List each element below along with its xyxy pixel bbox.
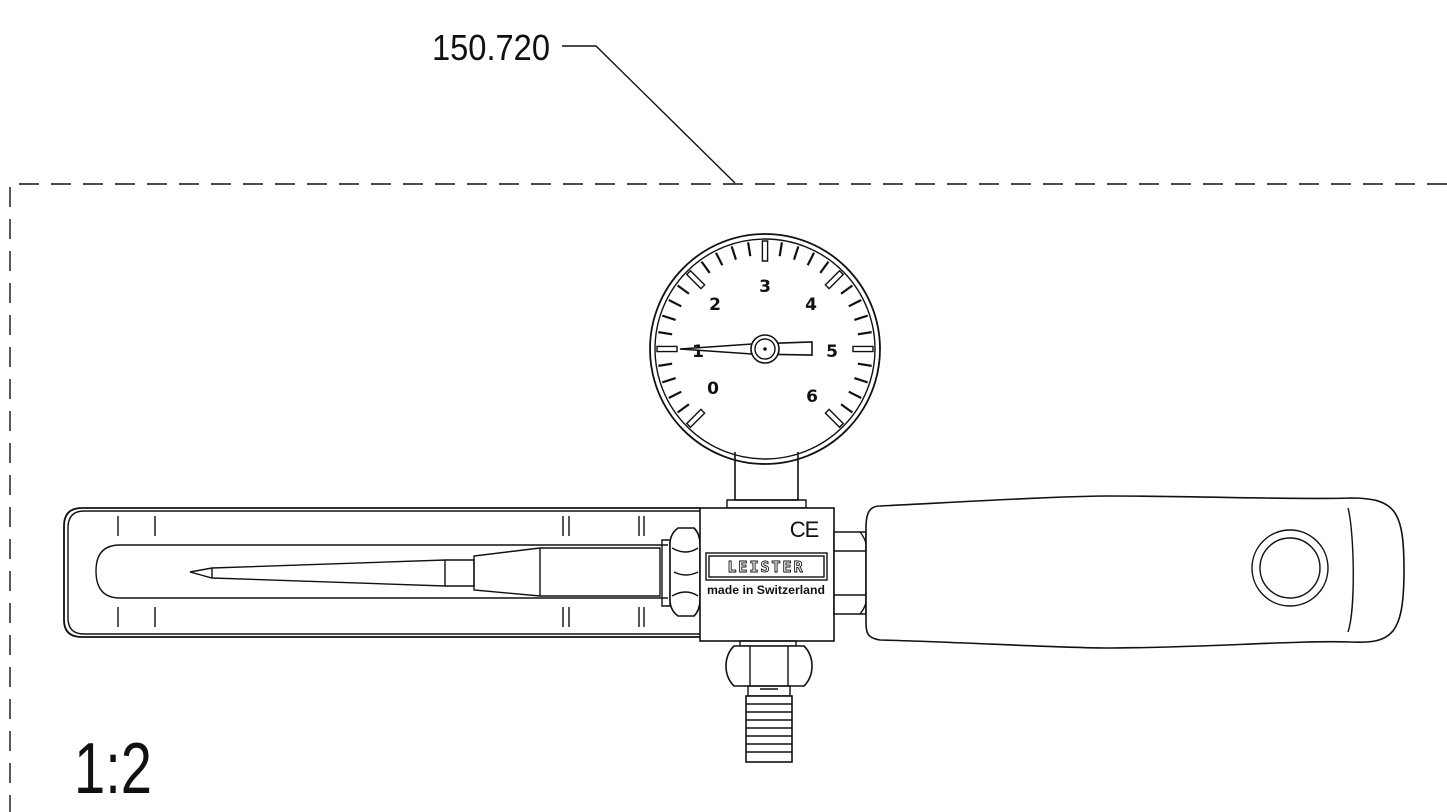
gauge-number-6: 6 (806, 387, 818, 407)
gauge-minor-tick (668, 298, 682, 308)
gauge-major-tick (685, 408, 706, 429)
gauge-number-3: 3 (759, 277, 771, 297)
gauge-minor-tick (658, 362, 673, 367)
gauge-minor-tick (661, 314, 676, 321)
test-needle (189, 547, 661, 597)
gauge-numbers: 0 1 2 3 4 5 6 (692, 277, 838, 407)
gauge-minor-tick (848, 390, 862, 400)
pressure-gauge: 0 1 2 3 4 5 6 (649, 233, 881, 465)
gauge-minor-tick (661, 377, 676, 384)
gauge-minor-tick (854, 377, 869, 384)
gauge-minor-tick (854, 314, 869, 321)
gauge-minor-tick (840, 403, 854, 414)
gauge-minor-tick (840, 284, 854, 295)
handle (865, 495, 1405, 649)
gauge-minor-tick (778, 242, 783, 257)
gauge-minor-tick (793, 245, 800, 260)
gauge-minor-tick (676, 403, 690, 414)
ce-mark: CE (790, 517, 819, 542)
slide-rail (63, 507, 700, 638)
bottom-fitting (725, 640, 813, 763)
gauge-minor-tick (848, 298, 862, 308)
origin-text: made in Switzerland (707, 585, 825, 597)
gauge-major-tick (824, 269, 845, 290)
gauge-minor-tick (658, 331, 673, 336)
gauge-number-0: 0 (707, 379, 719, 399)
gauge-major-tick (824, 408, 845, 429)
gauge-number-2: 2 (709, 295, 721, 315)
handle-hanger-hole (1251, 529, 1329, 607)
gauge-major-tick (656, 345, 678, 353)
gauge-minor-tick (806, 252, 816, 266)
gauge-minor-tick (730, 245, 737, 260)
left-hex-nut (661, 527, 701, 617)
leader-line (562, 45, 736, 184)
gauge-number-1: 1 (692, 342, 704, 362)
gauge-scale (656, 240, 874, 429)
brand-logo: LEISTER (727, 558, 804, 576)
gauge-major-tick (761, 240, 769, 262)
scale-label: 1:2 (74, 729, 152, 809)
gauge-minor-tick (714, 252, 724, 266)
gauge-minor-tick (857, 331, 872, 336)
gauge-minor-tick (668, 390, 682, 400)
right-hex-nut (833, 531, 868, 615)
gauge-major-tick (852, 345, 874, 353)
gauge-face (654, 238, 876, 460)
valve-body: CE LEISTER made in Switzerland (699, 507, 835, 642)
part-number-label: 150.720 (432, 27, 550, 68)
gauge-number-5: 5 (826, 342, 838, 362)
brand-plate (705, 552, 828, 581)
gauge-number-4: 4 (805, 295, 817, 315)
gauge-minor-tick (747, 242, 752, 257)
gauge-major-tick (685, 269, 706, 290)
gauge-minor-tick (819, 260, 830, 274)
gauge-bezel (649, 233, 881, 465)
gauge-minor-tick (857, 362, 872, 367)
gauge-minor-tick (700, 260, 711, 274)
gauge-minor-tick (676, 284, 690, 295)
